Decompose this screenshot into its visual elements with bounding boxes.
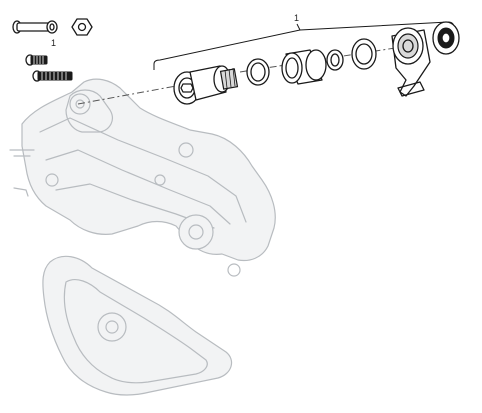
hanger-tab-ghost: [13, 187, 29, 197]
parallelogram-link-outer: [39, 117, 247, 223]
derailleur-body-outline: [21, 78, 276, 262]
o-ring-2: [326, 49, 344, 71]
washer-inner: [355, 43, 373, 65]
derailleur-ghost: [9, 78, 276, 396]
upper-pulley-ghost: [178, 214, 214, 250]
fastener-group: [12, 18, 93, 82]
assembly-callout-number: 1: [294, 13, 300, 23]
pivot-bolt-ghost-inner: [75, 99, 85, 109]
lower-pulley-ghost: [97, 312, 127, 342]
shaft-assembly: [173, 21, 460, 105]
upper-pulley-ghost-hub: [188, 224, 204, 240]
pivot-shaft: [189, 65, 239, 101]
end-bearing-core: [441, 32, 451, 44]
bracket-leader-tick: [296, 23, 301, 31]
pulley-cage-inner: [63, 279, 208, 384]
o-ring-2-inner: [330, 53, 340, 67]
bushing-sleeve: [281, 49, 327, 85]
spring-housing: [391, 27, 431, 97]
pulley-cage-outline: [42, 255, 233, 396]
parallelogram-link-inner: [45, 149, 231, 225]
cable-stub: [9, 149, 35, 157]
long-bolt: [12, 20, 58, 34]
b-knuckle-bolt-ghost: [178, 142, 194, 158]
assembly-axis-line: [77, 85, 177, 105]
limit-screw-ghost-1: [45, 173, 59, 187]
limit-screw-ghost-2: [154, 174, 166, 186]
small-nut: [71, 18, 93, 36]
short-threaded-screw: [25, 54, 48, 66]
long-threaded-screw: [32, 70, 73, 82]
fasteners-callout-number: 1: [51, 38, 57, 48]
knuckle-ghost: [65, 89, 113, 133]
o-ring-1-inner: [250, 62, 266, 82]
clutch-cap-ghost: [227, 263, 241, 277]
lower-pulley-hub: [105, 320, 119, 334]
